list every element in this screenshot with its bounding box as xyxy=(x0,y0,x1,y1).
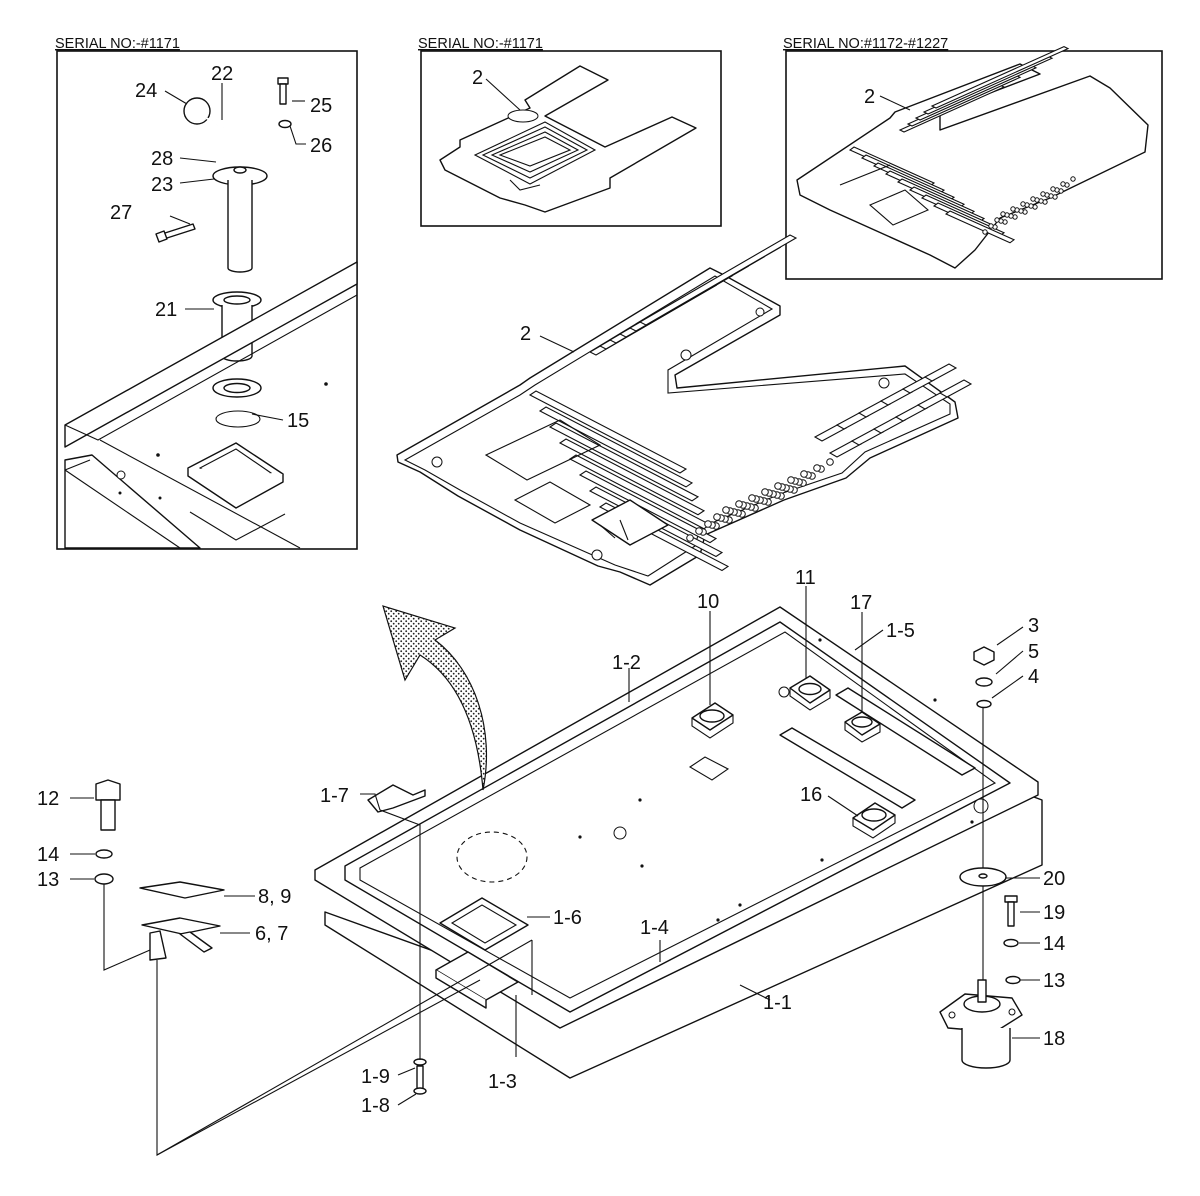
detail-box-1 xyxy=(56,50,358,550)
callout-1-1: 1-1 xyxy=(763,992,792,1014)
callout-1-5: 1-5 xyxy=(886,620,915,642)
callout-1-8: 1-8 xyxy=(361,1095,390,1117)
floor-rib xyxy=(548,422,700,502)
floor-plate-main xyxy=(396,234,973,586)
callout-1-7: 1-7 xyxy=(320,785,349,807)
callout-17: 17 xyxy=(850,592,872,614)
floor-rib xyxy=(944,210,1016,244)
callout-4: 4 xyxy=(1028,666,1039,688)
perforation xyxy=(722,506,730,514)
floor-rib xyxy=(578,470,718,544)
float-ball xyxy=(183,97,211,125)
perforation xyxy=(994,217,1000,223)
perforation xyxy=(774,482,782,490)
perforation xyxy=(1030,196,1036,202)
perforation xyxy=(982,229,988,235)
callout-12: 12 xyxy=(37,788,59,810)
callout-2-box2: 2 xyxy=(472,67,483,89)
callout-27: 27 xyxy=(110,202,132,224)
perforation xyxy=(988,223,994,229)
callout-6-7: 6, 7 xyxy=(255,923,288,945)
callout-16: 16 xyxy=(800,784,822,806)
detail-box-3 xyxy=(785,50,1163,280)
callout-2-main: 2 xyxy=(520,323,531,345)
mount-hardware xyxy=(939,646,1023,1069)
callout-14-right: 14 xyxy=(1043,933,1065,955)
callout-19: 19 xyxy=(1043,902,1065,924)
perforation xyxy=(761,488,769,496)
floor-rib xyxy=(538,406,694,488)
callout-15: 15 xyxy=(287,410,309,432)
bolt-1-8 xyxy=(413,1058,427,1095)
callout-1-4: 1-4 xyxy=(640,917,669,939)
perforation xyxy=(787,476,795,484)
callout-labels: 24 22 25 26 28 23 27 21 15 2 2 2 10 11 1… xyxy=(37,63,1065,1117)
callout-14-left: 14 xyxy=(37,844,59,866)
perforation xyxy=(735,500,743,508)
floor-slot xyxy=(938,379,973,398)
serial-label-box3: SERIAL NO:#1172-#1227 xyxy=(783,36,948,52)
perforation xyxy=(800,470,808,478)
callout-2-box3: 2 xyxy=(864,86,875,108)
grommet-16 xyxy=(852,802,896,839)
callout-1-9: 1-9 xyxy=(361,1066,390,1088)
perforation xyxy=(695,527,703,535)
grommet-11 xyxy=(789,675,831,711)
perforation xyxy=(1050,186,1056,192)
box2-drawing xyxy=(439,65,697,213)
serial-label-box2: SERIAL NO:-#1171 xyxy=(418,36,543,52)
perforation xyxy=(748,494,756,502)
floor-rib xyxy=(930,45,1070,109)
detail-box-2 xyxy=(420,50,722,227)
callout-13-left: 13 xyxy=(37,869,59,891)
perforation xyxy=(686,534,694,542)
callout-28: 28 xyxy=(151,148,173,170)
callout-13-right: 13 xyxy=(1043,970,1065,992)
callout-26: 26 xyxy=(310,135,332,157)
grommet-10 xyxy=(688,702,734,781)
perforation xyxy=(826,458,834,466)
perforation xyxy=(813,464,821,472)
callout-1-3: 1-3 xyxy=(488,1071,517,1093)
box1-drawing xyxy=(64,77,358,549)
callout-25: 25 xyxy=(310,95,332,117)
floor-rib xyxy=(528,390,688,474)
callout-1-2: 1-2 xyxy=(612,652,641,674)
callout-8-9: 8, 9 xyxy=(258,886,291,908)
floor-rib xyxy=(638,234,798,326)
callout-5: 5 xyxy=(1028,641,1039,663)
lift-arrow xyxy=(382,605,488,791)
perforation xyxy=(1000,211,1006,217)
callout-20: 20 xyxy=(1043,868,1065,890)
serial-label-box1: SERIAL NO:-#1171 xyxy=(55,36,180,52)
perforation xyxy=(1070,176,1076,182)
grommet-17 xyxy=(844,711,881,743)
perforation xyxy=(704,520,712,528)
callout-11: 11 xyxy=(795,567,816,589)
callout-23: 23 xyxy=(151,174,173,196)
callout-22: 22 xyxy=(211,63,233,85)
callout-1-6: 1-6 xyxy=(553,907,582,929)
callout-18: 18 xyxy=(1043,1028,1065,1050)
floor-rib xyxy=(558,438,706,516)
perforation xyxy=(1010,206,1016,212)
callout-3: 3 xyxy=(1028,615,1039,637)
perforation xyxy=(1020,201,1026,207)
perforation xyxy=(1060,181,1066,187)
floor-slot xyxy=(923,363,958,382)
floor-frame xyxy=(314,606,1043,1079)
perforation xyxy=(713,513,721,521)
callout-10: 10 xyxy=(697,591,719,613)
perforation xyxy=(1040,191,1046,197)
leader-lines xyxy=(70,78,1040,1156)
left-hardware xyxy=(94,779,225,971)
callout-21: 21 xyxy=(155,299,177,321)
callout-24: 24 xyxy=(135,80,157,102)
box3-drawing xyxy=(796,45,1149,269)
